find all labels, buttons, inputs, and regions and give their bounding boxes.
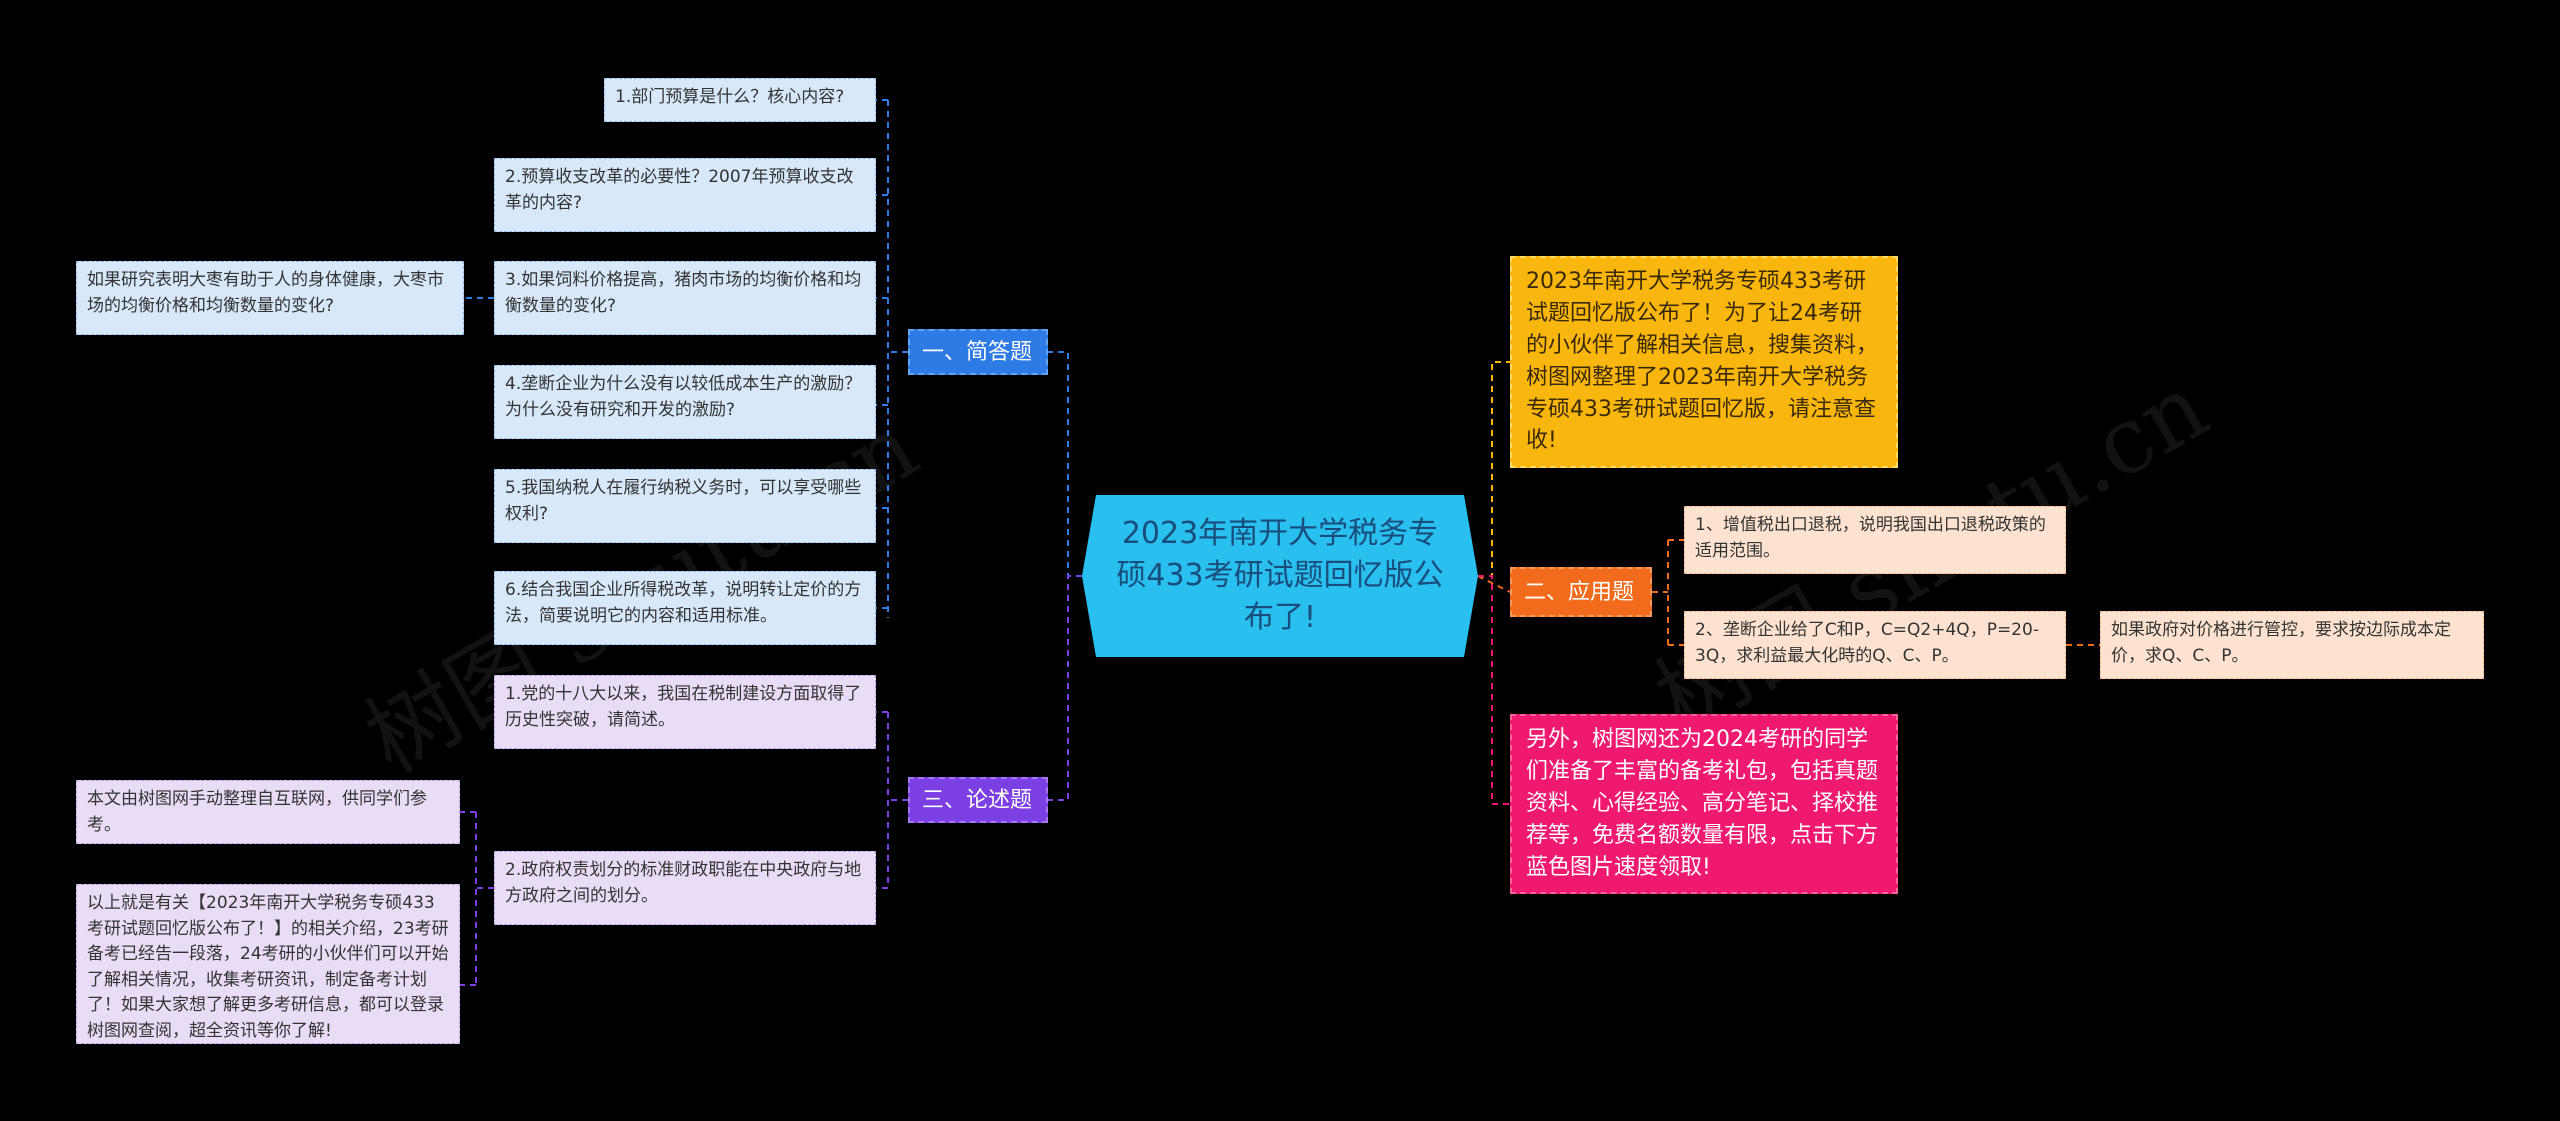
branch-short-answer[interactable]: 一、简答题 bbox=[908, 329, 1048, 375]
item-text: 本文由树图网手动整理自互联网，供同学们参考。 bbox=[87, 789, 427, 835]
essay-item-1[interactable]: 1.党的十八大以来，我国在税制建设方面取得了历史性突破，请简述。 bbox=[494, 675, 876, 749]
branch-application-label: 二、应用题 bbox=[1524, 579, 1635, 605]
intro-note[interactable]: 2023年南开大学税务专硕433考研试题回忆版公布了！为了让24考研的小伙伴了解… bbox=[1510, 256, 1898, 468]
promo-note[interactable]: 另外，树图网还为2024考研的同学们准备了丰富的备考礼包，包括真题资料、心得经验… bbox=[1510, 714, 1898, 894]
essay-sub-item-2[interactable]: 以上就是有关【2023年南开大学税务专硕433考研试题回忆版公布了！】的相关介绍… bbox=[76, 884, 460, 1044]
item-text: 2、垄断企业给了C和P，C=Q2+4Q，P=20-3Q，求利益最大化時的Q、C、… bbox=[1695, 620, 2039, 666]
short-answer-item-6[interactable]: 6.结合我国企业所得税改革，说明转让定价的方法，简要说明它的内容和适用标准。 bbox=[494, 571, 876, 645]
item-text: 6.结合我国企业所得税改革，说明转让定价的方法，简要说明它的内容和适用标准。 bbox=[505, 580, 862, 626]
branch-essay[interactable]: 三、论述题 bbox=[908, 777, 1048, 823]
item-text: 1、增值税出口退税，说明我国出口退税政策的适用范围。 bbox=[1695, 515, 2046, 561]
promo-note-text: 另外，树图网还为2024考研的同学们准备了丰富的备考礼包，包括真题资料、心得经验… bbox=[1526, 727, 1879, 880]
root-topic[interactable]: 2023年南开大学税务专硕433考研试题回忆版公布了! bbox=[1082, 495, 1478, 657]
essay-item-2[interactable]: 2.政府权责划分的标准财政职能在中央政府与地方政府之间的划分。 bbox=[494, 851, 876, 925]
short-answer-sub-item[interactable]: 如果研究表明大枣有助于人的身体健康，大枣市场的均衡价格和均衡数量的变化? bbox=[76, 261, 464, 335]
root-topic-label: 2023年南开大学税务专硕433考研试题回忆版公布了! bbox=[1116, 516, 1444, 635]
application-item-2[interactable]: 2、垄断企业给了C和P，C=Q2+4Q，P=20-3Q，求利益最大化時的Q、C、… bbox=[1684, 611, 2066, 679]
item-text: 3.如果饲料价格提高，猪肉市场的均衡价格和均衡数量的变化? bbox=[505, 270, 862, 316]
branch-short-answer-label: 一、简答题 bbox=[922, 339, 1033, 365]
application-item-1[interactable]: 1、增值税出口退税，说明我国出口退税政策的适用范围。 bbox=[1684, 506, 2066, 574]
item-text: 4.垄断企业为什么没有以较低成本生产的激励？为什么没有研究和开发的激励? bbox=[505, 374, 862, 420]
intro-note-text: 2023年南开大学税务专硕433考研试题回忆版公布了！为了让24考研的小伙伴了解… bbox=[1526, 269, 1879, 454]
item-text: 2.政府权责划分的标准财政职能在中央政府与地方政府之间的划分。 bbox=[505, 860, 862, 906]
item-text: 2.预算收支改革的必要性？2007年预算收支改革的内容? bbox=[505, 167, 854, 213]
item-text: 以上就是有关【2023年南开大学税务专硕433考研试题回忆版公布了！】的相关介绍… bbox=[87, 893, 449, 1041]
application-sub-item[interactable]: 如果政府对价格进行管控，要求按边际成本定价，求Q、C、P。 bbox=[2100, 611, 2484, 679]
short-answer-item-1[interactable]: 1.部门预算是什么？核心内容? bbox=[604, 78, 876, 122]
short-answer-item-4[interactable]: 4.垄断企业为什么没有以较低成本生产的激励？为什么没有研究和开发的激励? bbox=[494, 365, 876, 439]
short-answer-item-3[interactable]: 3.如果饲料价格提高，猪肉市场的均衡价格和均衡数量的变化? bbox=[494, 261, 876, 335]
essay-sub-item-1[interactable]: 本文由树图网手动整理自互联网，供同学们参考。 bbox=[76, 780, 460, 844]
short-answer-item-2[interactable]: 2.预算收支改革的必要性？2007年预算收支改革的内容? bbox=[494, 158, 876, 232]
branch-essay-label: 三、论述题 bbox=[922, 787, 1033, 813]
item-text: 1.党的十八大以来，我国在税制建设方面取得了历史性突破，请简述。 bbox=[505, 684, 862, 730]
branch-application[interactable]: 二、应用题 bbox=[1510, 567, 1652, 617]
short-answer-item-5[interactable]: 5.我国纳税人在履行纳税义务时，可以享受哪些权利? bbox=[494, 469, 876, 543]
item-text: 如果研究表明大枣有助于人的身体健康，大枣市场的均衡价格和均衡数量的变化? bbox=[87, 270, 444, 316]
item-text: 1.部门预算是什么？核心内容? bbox=[615, 87, 845, 107]
item-text: 如果政府对价格进行管控，要求按边际成本定价，求Q、C、P。 bbox=[2111, 620, 2451, 666]
item-text: 5.我国纳税人在履行纳税义务时，可以享受哪些权利? bbox=[505, 478, 862, 524]
